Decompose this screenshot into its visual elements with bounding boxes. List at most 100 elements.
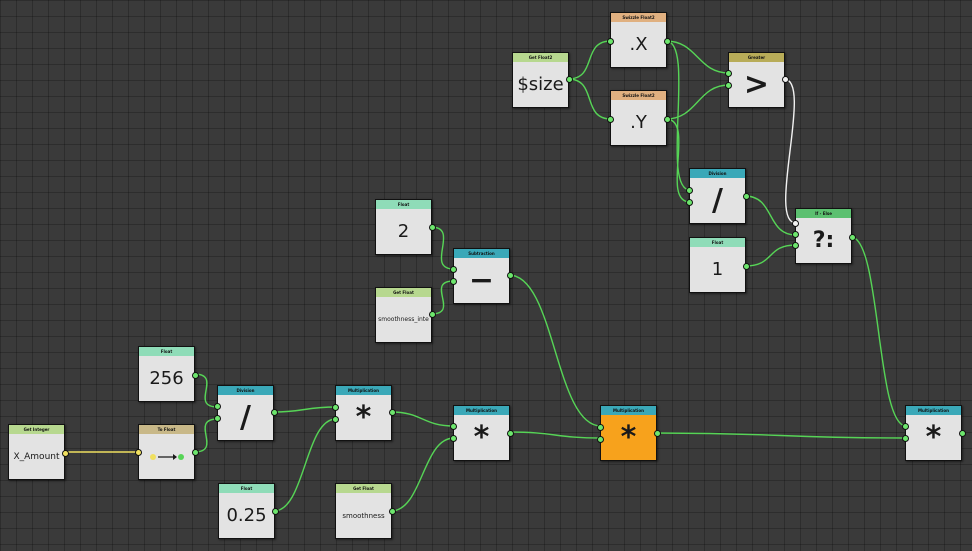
node-header: Division [690, 169, 745, 178]
connection-wire [655, 432, 907, 439]
node-header: Multiplication [336, 386, 391, 395]
input-port-b[interactable] [332, 416, 339, 423]
node-label: smoothness [342, 511, 385, 520]
input-port-a[interactable] [725, 70, 732, 77]
output-port[interactable] [389, 409, 396, 416]
node-float-2[interactable]: Float 2 [375, 199, 436, 255]
input-port-b[interactable] [725, 82, 732, 89]
output-port[interactable] [62, 450, 69, 457]
connection-wire [850, 236, 907, 427]
input-port-b[interactable] [450, 435, 457, 442]
node-header: Swizzle Float2 [611, 91, 666, 100]
node-multiplication[interactable]: Multiplication * [902, 405, 966, 461]
node-subtraction[interactable]: Subtraction − [450, 248, 514, 304]
connection-wire [665, 84, 730, 120]
node-float-1[interactable]: Float 1 [689, 237, 750, 293]
node-get-float-smoothness[interactable]: Get Float smoothness [335, 483, 396, 539]
input-port-a[interactable] [214, 403, 221, 410]
input-port-b[interactable] [214, 415, 221, 422]
node-label: smoothness_inte [378, 316, 429, 323]
input-port-a[interactable] [686, 187, 693, 194]
node-get-integer[interactable]: Get Integer X_Amount [8, 424, 69, 480]
output-port[interactable] [507, 272, 514, 279]
output-port[interactable] [192, 372, 199, 379]
connection-wire [744, 195, 797, 236]
output-port[interactable] [743, 263, 750, 270]
node-header: If - Else [796, 209, 851, 218]
connection-wire [273, 418, 337, 512]
output-port[interactable] [743, 193, 750, 200]
node-greater[interactable]: Greater > [725, 52, 789, 108]
input-port-condition[interactable] [792, 220, 799, 227]
input-port[interactable] [607, 116, 614, 123]
node-header: Get Integer [9, 425, 64, 434]
input-port-b[interactable] [686, 199, 693, 206]
input-port-b[interactable] [597, 436, 604, 443]
node-get-float2-size[interactable]: Get Float2 $size [512, 52, 573, 108]
node-header: Float [219, 484, 274, 493]
node-multiplication[interactable]: Multiplication * [450, 405, 514, 461]
node-if-else[interactable]: If - Else ?: [792, 208, 856, 264]
node-multiplication-selected[interactable]: Multiplication * [597, 405, 661, 461]
connection-wire [390, 437, 455, 512]
output-port[interactable] [389, 508, 396, 515]
convert-arrow-icon [139, 434, 194, 479]
node-label: X_Amount [13, 451, 60, 462]
node-swizzle-x[interactable]: Swizzle Float2 .X [607, 12, 671, 68]
output-port[interactable] [664, 116, 671, 123]
output-port[interactable] [272, 508, 279, 515]
output-port[interactable] [959, 430, 966, 437]
output-port[interactable] [566, 76, 573, 83]
node-multiplication[interactable]: Multiplication * [332, 385, 396, 441]
connection-wire [567, 40, 612, 80]
node-header: Multiplication [601, 406, 656, 415]
connection-wire [567, 78, 612, 120]
connection-wire [390, 411, 455, 427]
node-header: Float [139, 347, 194, 356]
node-swizzle-y[interactable]: Swizzle Float2 .Y [607, 90, 671, 146]
node-header: Greater [729, 53, 784, 62]
node-label: > [743, 67, 770, 102]
input-port-b[interactable] [902, 435, 909, 442]
input-port-a[interactable] [902, 423, 909, 430]
output-port[interactable] [429, 311, 436, 318]
connection-wire [744, 244, 797, 267]
connection-wire [665, 40, 730, 74]
connection-wire [665, 40, 691, 191]
output-port[interactable] [654, 430, 661, 437]
input-port-a[interactable] [450, 423, 457, 430]
connection-wire [193, 418, 219, 453]
node-label: 2 [397, 221, 410, 242]
output-port[interactable] [664, 38, 671, 45]
input-port-b[interactable] [450, 278, 457, 285]
node-label: 256 [149, 368, 184, 389]
output-port[interactable] [782, 76, 789, 83]
input-port[interactable] [607, 38, 614, 45]
input-port-false[interactable] [792, 242, 799, 249]
output-port[interactable] [507, 430, 514, 437]
input-port-true[interactable] [792, 231, 799, 238]
input-port-a[interactable] [597, 424, 604, 431]
node-division[interactable]: Division / [686, 168, 750, 224]
output-port[interactable] [849, 234, 856, 241]
node-label: / [240, 400, 251, 435]
input-port[interactable] [135, 449, 142, 456]
node-to-float[interactable]: To Float [135, 424, 199, 480]
connection-wire [272, 406, 337, 413]
node-division[interactable]: Division / [214, 385, 278, 441]
node-float-256[interactable]: Float 256 [138, 346, 199, 402]
output-port[interactable] [192, 449, 199, 456]
node-float-0-25[interactable]: Float 0.25 [218, 483, 279, 539]
node-header: Swizzle Float2 [611, 13, 666, 22]
node-label: .X [629, 34, 648, 55]
node-header: Float [376, 200, 431, 209]
input-port-a[interactable] [450, 266, 457, 273]
output-port[interactable] [271, 409, 278, 416]
node-label: / [712, 183, 723, 218]
output-port[interactable] [429, 224, 436, 231]
node-header: Division [218, 386, 273, 395]
node-label: * [925, 420, 942, 455]
input-port-a[interactable] [332, 404, 339, 411]
node-get-float-smoothness-int[interactable]: Get Float smoothness_inte [375, 287, 436, 343]
